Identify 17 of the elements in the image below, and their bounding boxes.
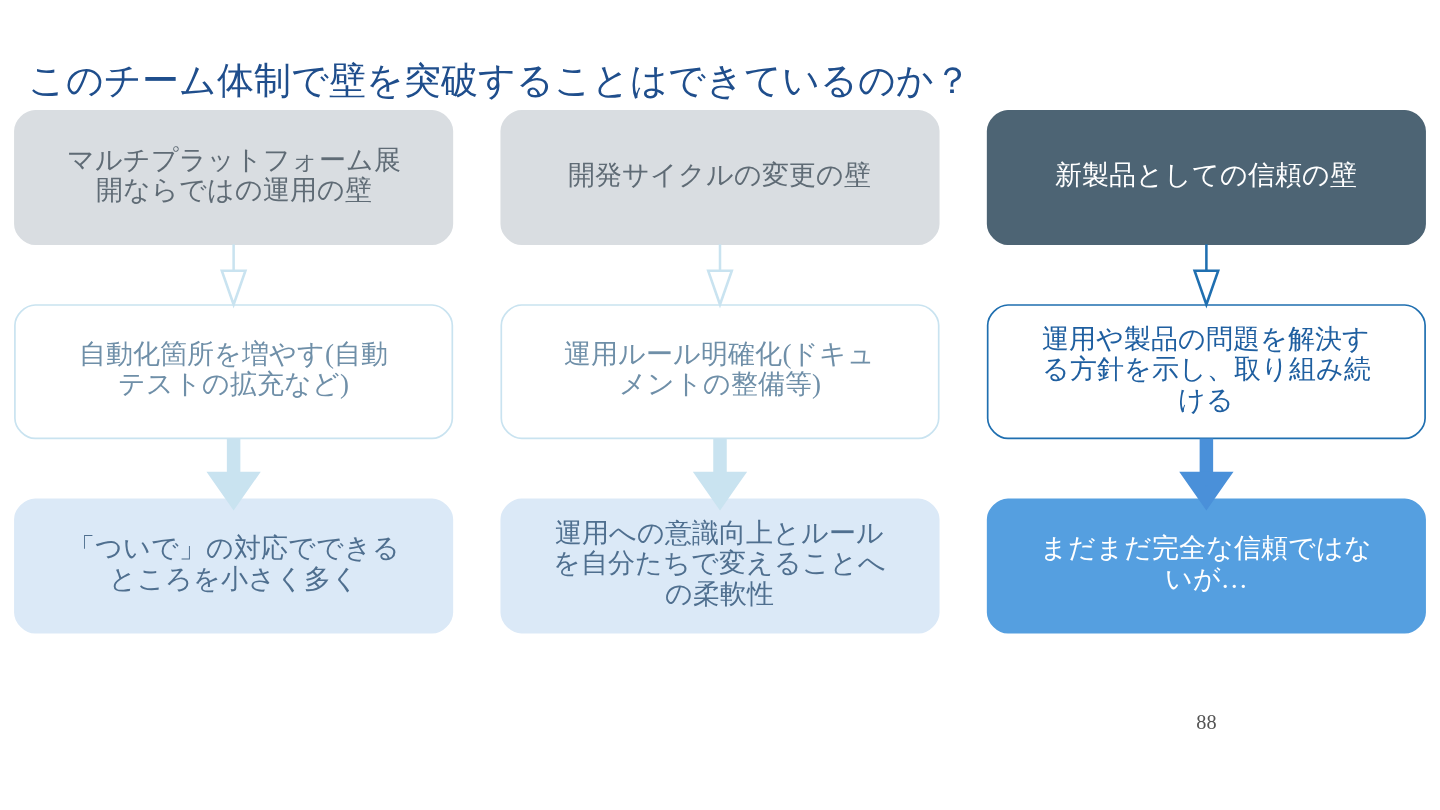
- node-box: 「ついで」の対応でできるところを小さく多く: [14, 497, 454, 633]
- node-box: 運用や製品の問題を解決する方針を示し、取り組み続ける: [986, 303, 1426, 439]
- arrow: [692, 438, 748, 511]
- arrow: [206, 438, 261, 511]
- node-box: まだまだ完全な信頼ではないが…: [986, 497, 1426, 633]
- node-box: 自動化箇所を増やす(自動テストの拡充など): [14, 303, 454, 439]
- node-box: 運用ルール明確化(ドキュメントの整備等): [500, 303, 940, 439]
- arrow: [220, 243, 248, 308]
- label: 88: [1196, 710, 1217, 733]
- node-box: マルチプラットフォーム展開ならではの運用の壁: [14, 109, 454, 245]
- node-box: 開発サイクルの変更の壁: [500, 109, 940, 245]
- node-box: 運用への意識向上とルールを自分たちで変えることへの柔軟性: [500, 497, 940, 633]
- arrow: [1192, 243, 1220, 308]
- diagram-title: このチーム体制で壁を突破することはできているのか？: [28, 58, 972, 102]
- arrow: [706, 243, 734, 308]
- node-box: 新製品としての信頼の壁: [986, 109, 1426, 245]
- arrow: [1179, 438, 1234, 511]
